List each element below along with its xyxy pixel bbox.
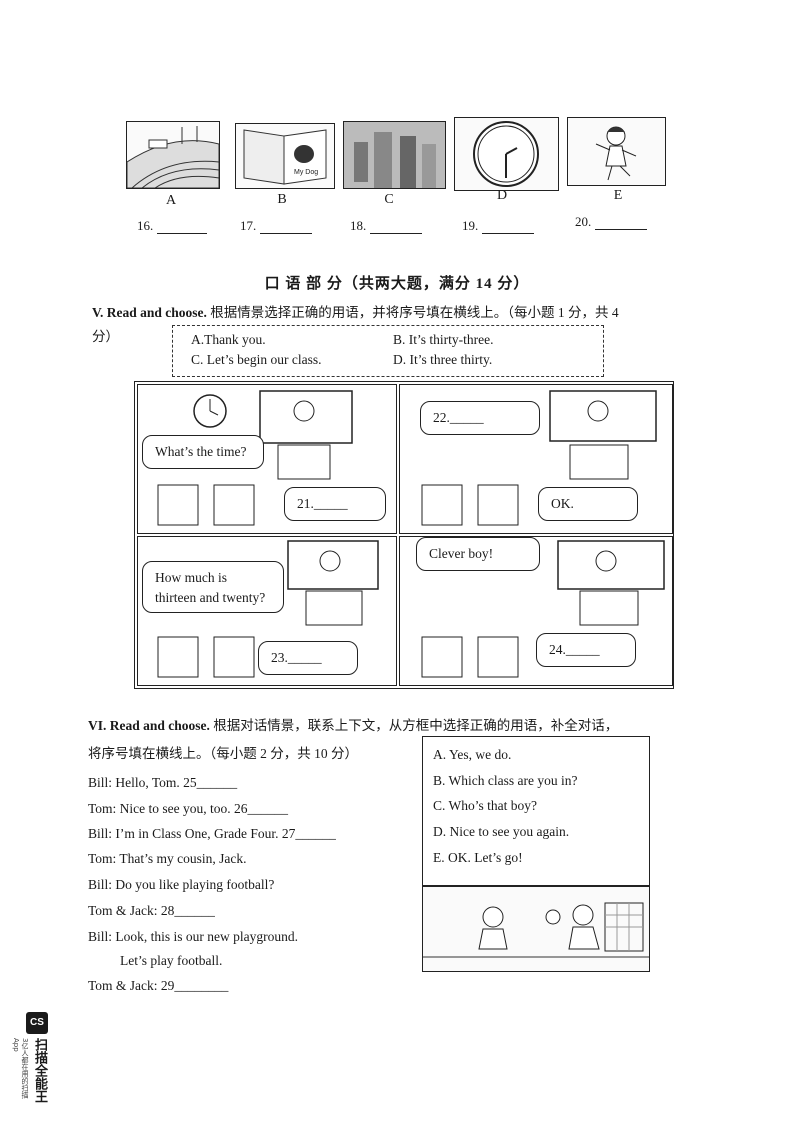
- section5-instruction-cont: 分）: [92, 329, 119, 344]
- dialogue-line-25[interactable]: Bill: Hello, Tom. 25______: [88, 775, 238, 790]
- dialogue-line-bill-football: Bill: Do you like playing football?: [88, 877, 275, 892]
- section6-label: VI. Read and choose.: [88, 718, 210, 733]
- picture-letter-c: C: [384, 192, 394, 207]
- section5-options-box: A.Thank you. B. It’s thirty-three. C. Le…: [172, 325, 604, 377]
- stadium-picture: [126, 121, 220, 189]
- blank-18[interactable]: 18.: [350, 218, 422, 234]
- dialogue-line-29[interactable]: Tom & Jack: 29________: [88, 978, 229, 993]
- watermark-tagline: 3亿人都在用的扫描App: [12, 1038, 29, 1099]
- answer-option-c: C. Who’s that boy?: [433, 798, 537, 813]
- dialogue-line-bill-playground: Bill: Look, this is our new playground.: [88, 929, 298, 944]
- dialogue-line-lets-play: Let’s play football.: [120, 953, 223, 968]
- camscanner-icon: CS: [26, 1012, 48, 1034]
- section5-instruction: V. Read and choose. 根据情景选择正确的用语，并将序号填在横线…: [92, 305, 619, 320]
- watermark-brand: 扫描全能王: [32, 1038, 47, 1103]
- teacher-bubble-1: What’s the time?: [142, 435, 264, 469]
- teacher-bubble-4: Clever boy!: [416, 537, 540, 571]
- teacher-bubble-3-line2: thirteen and twenty?: [155, 590, 266, 605]
- football-picture: [422, 886, 650, 972]
- section6-instruction-cont: 将序号填在横线上。（每小题 2 分，共 10 分）: [88, 746, 358, 761]
- book-my-dog-picture: My Dog: [235, 123, 335, 189]
- blank-17[interactable]: 17.: [240, 218, 312, 234]
- girl-dancing-picture: [567, 117, 666, 186]
- student-bubble-24[interactable]: 24._____: [536, 633, 636, 667]
- blank-19[interactable]: 19.: [462, 218, 534, 234]
- picture-letter-d: D: [496, 188, 508, 203]
- picture-letter-a: A: [165, 193, 177, 208]
- classroom-illustration: [157, 540, 379, 678]
- option-a: A.Thank you.: [191, 332, 266, 347]
- book-text: My Dog: [294, 169, 318, 176]
- answer-option-b: B. Which class are you in?: [433, 773, 578, 788]
- classroom-illustration: [157, 390, 353, 526]
- blank-20[interactable]: 20.: [575, 214, 647, 230]
- student-bubble-21[interactable]: 21._____: [284, 487, 386, 521]
- comic-panel-2: 22._____ OK.: [399, 384, 673, 534]
- classroom-illustration: [421, 540, 665, 678]
- section5-label: V. Read and choose.: [92, 305, 207, 320]
- student-bubble-23[interactable]: 23._____: [258, 641, 358, 675]
- option-c: C. Let’s begin our class.: [191, 352, 322, 367]
- picture-letter-e: E: [613, 188, 623, 203]
- people-photo-picture: [343, 121, 446, 189]
- comic-panel-4: Clever boy! 24._____: [399, 536, 673, 686]
- dialogue-line-tom: Tom: That’s my cousin, Jack.: [88, 851, 247, 866]
- comic-panel-3: How much is thirteen and twenty? 23.____…: [137, 536, 397, 686]
- teacher-bubble-22[interactable]: 22._____: [420, 401, 540, 435]
- option-b: B. It’s thirty-three.: [393, 332, 494, 347]
- section6-instruction: VI. Read and choose. 根据对话情景，联系上下文，从方框中选择…: [88, 718, 619, 733]
- comic-strip: What’s the time? 21._____ 22._____ OK. H…: [134, 381, 674, 689]
- blank-16[interactable]: 16.: [137, 218, 207, 234]
- dialogue-line-28[interactable]: Tom & Jack: 28______: [88, 903, 215, 918]
- oral-section-title: 口 语 部 分（共两大题，满分 14 分）: [264, 276, 530, 292]
- camscanner-watermark: CS 扫描全能王 3亿人都在用的扫描App: [12, 1012, 50, 1103]
- teacher-bubble-3-line1: How much is: [155, 570, 227, 585]
- answer-option-e: E. OK. Let’s go!: [433, 850, 523, 865]
- section6-options-box: A. Yes, we do. B. Which class are you in…: [422, 736, 650, 886]
- classroom-illustration: [421, 390, 657, 526]
- comic-panel-1: What’s the time? 21._____: [137, 384, 397, 534]
- clock-picture: [454, 117, 559, 191]
- dialogue-line-26[interactable]: Tom: Nice to see you, too. 26______: [88, 801, 289, 816]
- dialogue-line-27[interactable]: Bill: I’m in Class One, Grade Four. 27__…: [88, 826, 336, 841]
- teacher-bubble-3: How much is thirteen and twenty?: [142, 561, 284, 613]
- student-bubble-2: OK.: [538, 487, 638, 521]
- answer-option-a: A. Yes, we do.: [433, 747, 512, 762]
- answer-option-d: D. Nice to see you again.: [433, 824, 570, 839]
- picture-letter-b: B: [277, 192, 287, 207]
- option-d: D. It’s three thirty.: [393, 352, 493, 367]
